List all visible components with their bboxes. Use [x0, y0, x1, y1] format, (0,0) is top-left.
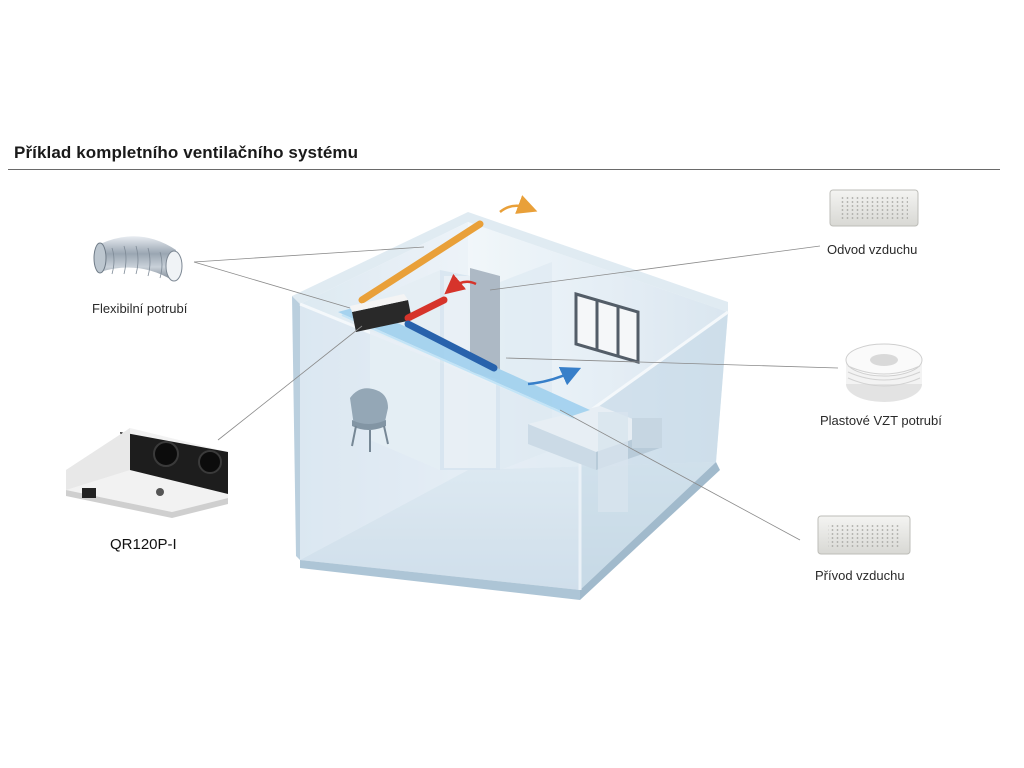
- room-illustration: [292, 195, 729, 600]
- unit-model-label: QR120P-I: [110, 536, 177, 553]
- kitchen-illustration: [528, 406, 662, 512]
- plastic-duct-label: Plastové VZT potrubí: [820, 413, 942, 428]
- exhaust-grille-image: [829, 189, 919, 227]
- title-underline: [8, 169, 1000, 170]
- leader-lines: [193, 245, 839, 541]
- chair-illustration: [350, 388, 389, 452]
- supply-grille-image: [817, 515, 911, 555]
- supply-label: Přívod vzduchu: [815, 568, 905, 583]
- flexible-duct-label: Flexibilní potrubí: [92, 301, 188, 316]
- ventilation-unit-image: [66, 428, 228, 518]
- plastic-duct-coil-image: [845, 343, 923, 402]
- flexible-duct-image: [93, 236, 183, 282]
- exhaust-label: Odvod vzduchu: [827, 242, 918, 257]
- page-title: Příklad kompletního ventilačního systému: [14, 143, 359, 162]
